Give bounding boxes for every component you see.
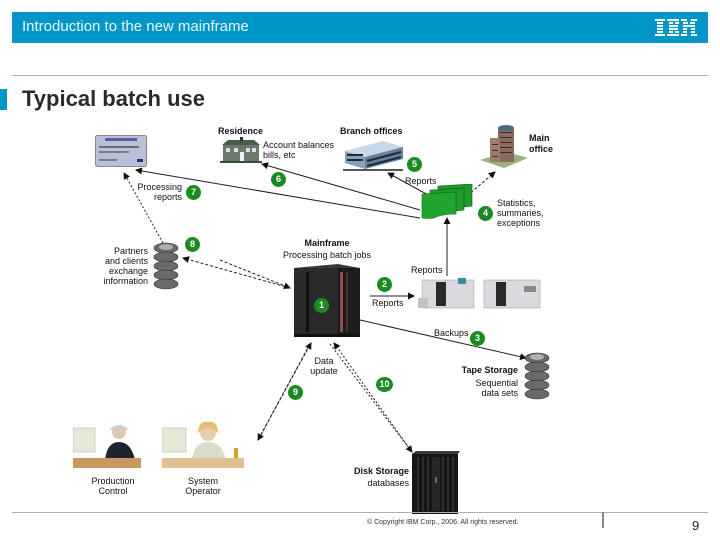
tape-storage-title: Tape Storage (461, 365, 518, 375)
backups-label: Backups (434, 328, 469, 338)
step-badge-6: 6 (271, 172, 286, 187)
residence-line2: bills, etc (263, 150, 296, 160)
edge-operators-mf (257, 342, 312, 441)
system-operator-line2: Operator (185, 486, 221, 496)
step-badge-10: 10 (376, 377, 393, 392)
residence-line1: Account balances (263, 140, 335, 150)
disk-storage-subtitle: databases (367, 478, 409, 488)
copyright-notice: © Copyright IBM Corp., 2006. All rights … (367, 519, 519, 526)
system-operator-line1: System (187, 476, 218, 486)
production-control-line2: Control (98, 486, 128, 496)
mainframe-title: Mainframe (304, 238, 350, 248)
data-update-line2: update (310, 366, 338, 376)
step-badge-1: 1 (314, 298, 329, 313)
ibm-logo-icon (655, 19, 697, 36)
disk-storage-icon (412, 451, 460, 514)
step-badge-8: 8 (185, 237, 200, 252)
step-badge-3: 3 (470, 331, 485, 346)
person-at-desk-icon (73, 425, 141, 468)
header-bar: Introduction to the new mainframe (12, 12, 708, 43)
edge-partners-mf-b (182, 256, 291, 289)
data-update-line1: Data (314, 356, 334, 366)
reports-label-5: Reports (405, 176, 437, 186)
skyscraper-icon (480, 125, 528, 168)
tape-stack-icon (153, 242, 179, 290)
printers-reports-label: Reports (411, 265, 443, 275)
edge-branch (387, 172, 431, 197)
edge-backups (359, 319, 527, 361)
tape-stack-icon (524, 352, 550, 400)
partners-line4: information (103, 276, 148, 286)
disk-storage-title: Disk Storage (353, 466, 409, 476)
report-documents-icon (421, 184, 473, 219)
reports-label-2: Reports (372, 298, 404, 308)
edge-partners-mf-a (219, 259, 291, 290)
person-at-desk-icon (162, 421, 244, 468)
production-control-line1: Production (91, 476, 135, 486)
statistics-line1: Statistics, (497, 198, 536, 208)
main-office-line2: office (529, 144, 554, 154)
step-badge-7: 7 (186, 185, 201, 200)
page-title: Typical batch use (22, 86, 205, 111)
edge-credit-card (135, 167, 421, 219)
step-badge-2: 2 (377, 277, 392, 292)
edge-residence (261, 162, 421, 211)
processing-line2: reports (153, 192, 182, 202)
step-badge-9: 9 (288, 385, 303, 400)
residence-title: Residence (218, 126, 264, 136)
statistics-line3: exceptions (497, 218, 541, 228)
processing-line1: Processing (137, 182, 182, 192)
statistics-line2: summaries, (497, 208, 544, 218)
credit-card-icon (95, 135, 147, 167)
step-badge-5: 5 (407, 157, 422, 172)
edge-card-partners (123, 172, 164, 244)
title-accent-bar (0, 89, 7, 110)
footer-divider (12, 512, 708, 513)
step-badge-4: 4 (478, 206, 493, 221)
main-office-line1: Main (529, 133, 550, 143)
tape-storage-line2: data sets (481, 388, 518, 398)
course-title: Introduction to the new mainframe (22, 18, 249, 35)
partners-line2: and clients (104, 256, 148, 266)
header-divider (12, 75, 708, 76)
branch-offices-title: Branch offices (340, 126, 403, 136)
footer-separator (602, 512, 604, 528)
partners-line3: exchange (108, 266, 148, 276)
edge-mf-operators (257, 343, 311, 441)
tape-storage-line1: Sequential (475, 378, 518, 388)
house-icon (220, 137, 262, 163)
office-building-icon (343, 141, 403, 171)
mainframe-subtitle: Processing batch jobs (282, 250, 372, 260)
edge-mf-disk-a (329, 343, 413, 453)
partners-line1: Partners (113, 246, 148, 256)
page-number: 9 (692, 518, 700, 533)
printer-icon (418, 278, 541, 309)
